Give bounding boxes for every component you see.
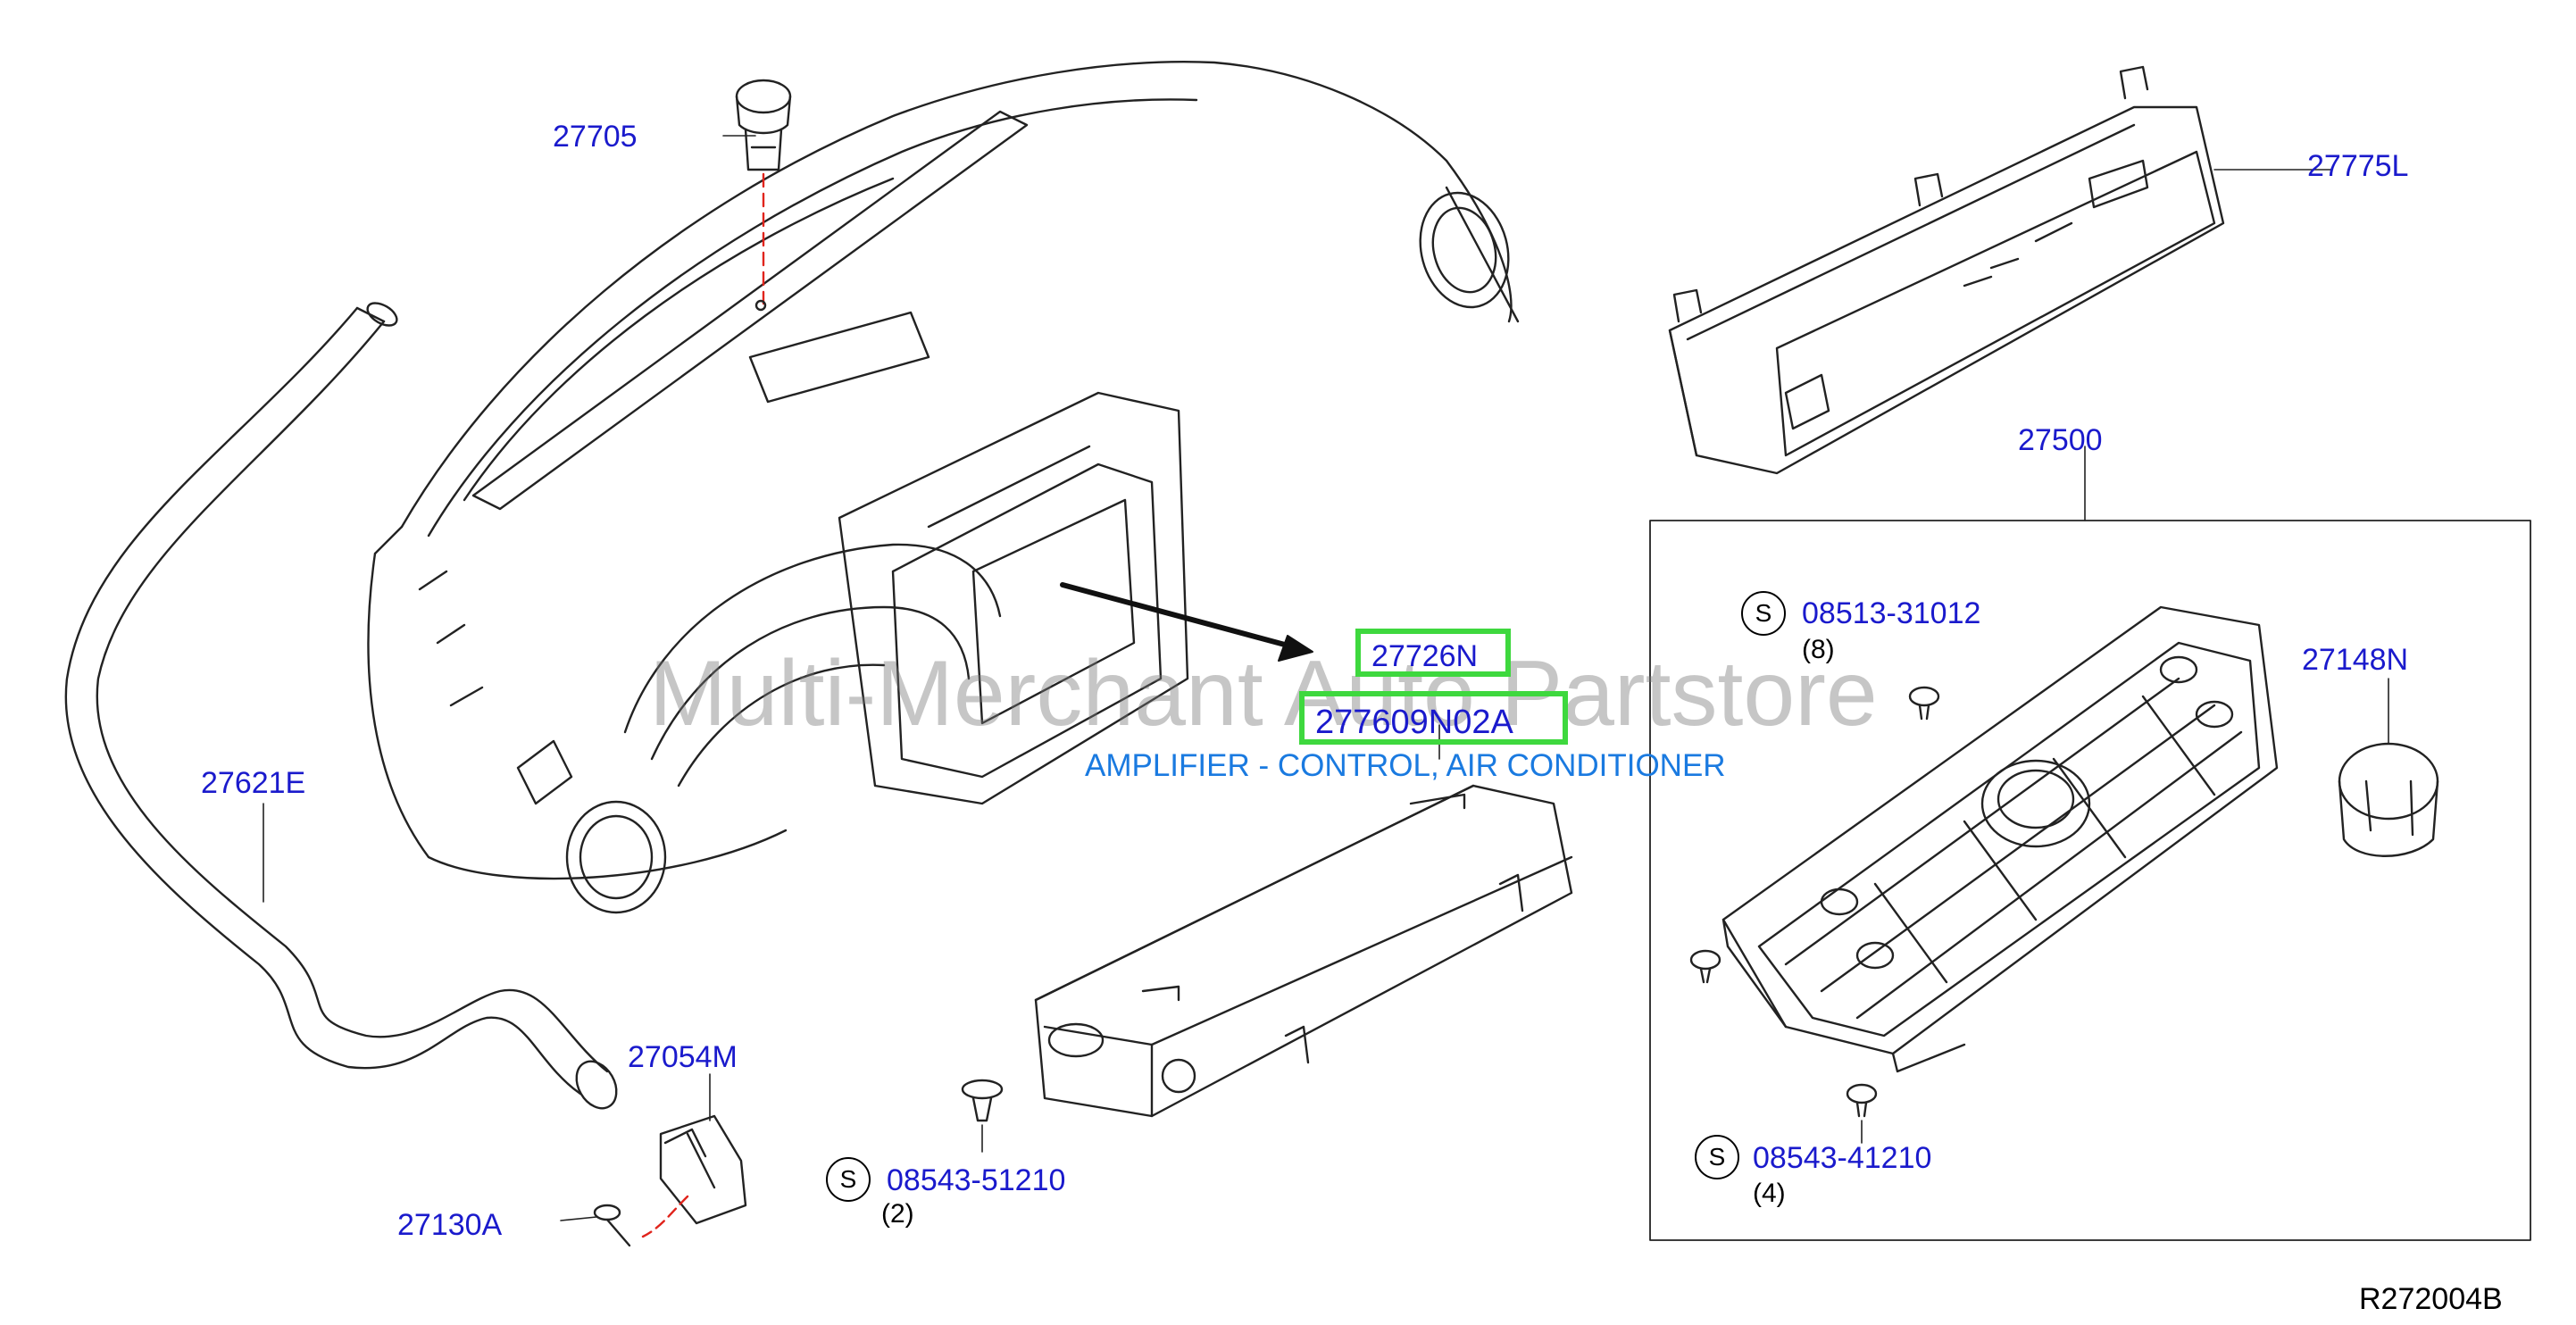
- callout-08513-31012[interactable]: 08513-31012: [1802, 596, 1981, 630]
- mount-hole: [754, 299, 767, 312]
- assembly-box-27500: [1649, 520, 2531, 1241]
- callout-27621E[interactable]: 27621E: [201, 766, 306, 800]
- guide-line-27130A: [641, 1195, 689, 1238]
- screw-27130A-drawing: [593, 1204, 631, 1247]
- ac-amplifier-drawing: [1034, 784, 1573, 1118]
- quantity-08543-41210: (4): [1753, 1179, 1786, 1208]
- callout-08543-41210[interactable]: 08543-41210: [1753, 1141, 1932, 1175]
- screw-symbol-08543-41210: S: [1695, 1135, 1739, 1179]
- screw-symbol-08513: S: [1741, 591, 1786, 636]
- callout-27130A[interactable]: 27130A: [397, 1208, 503, 1242]
- screw-symbol-08543-51210: S: [826, 1157, 871, 1202]
- callout-27705[interactable]: 27705: [553, 120, 638, 154]
- location-arrow: [1060, 582, 1313, 662]
- callout-27054M[interactable]: 27054M: [628, 1040, 738, 1074]
- leader-27130A: [560, 1216, 597, 1221]
- highlighted-part-277609N02A[interactable]: 277609N02A: [1315, 704, 1513, 741]
- aspirator-hose-drawing: [64, 302, 618, 1110]
- highlight-box-277609N02A[interactable]: 277609N02A: [1299, 691, 1568, 745]
- diagram-reference-code: R272004B: [2359, 1282, 2503, 1316]
- quantity-08543-51210: (2): [881, 1199, 914, 1229]
- display-27775L-drawing: [1668, 65, 2225, 475]
- instrument-panel-drawing: [367, 61, 1520, 914]
- sensor-27705-drawing: [735, 79, 792, 171]
- highlighted-part-27726N[interactable]: 27726N: [1371, 639, 1479, 673]
- callout-27148N[interactable]: 27148N: [2302, 643, 2409, 677]
- highlight-box-27726N[interactable]: 27726N: [1355, 629, 1511, 677]
- quantity-08513-31012: (8): [1802, 635, 1835, 664]
- screw-08543-51210-drawing: [961, 1079, 1004, 1122]
- climate-control-panel-drawing: [1722, 605, 2279, 1073]
- knob-27148N-drawing: [2338, 742, 2439, 857]
- callout-08543-51210[interactable]: 08543-51210: [887, 1163, 1066, 1197]
- screws-27500-drawing: [1689, 686, 1940, 1118]
- in-vehicle-sensor-drawing: [659, 1114, 747, 1225]
- part-description: AMPLIFIER - CONTROL, AIR CONDITIONER: [1085, 748, 1726, 783]
- callout-27775L[interactable]: 27775L: [2307, 149, 2409, 183]
- callout-27500[interactable]: 27500: [2018, 423, 2103, 457]
